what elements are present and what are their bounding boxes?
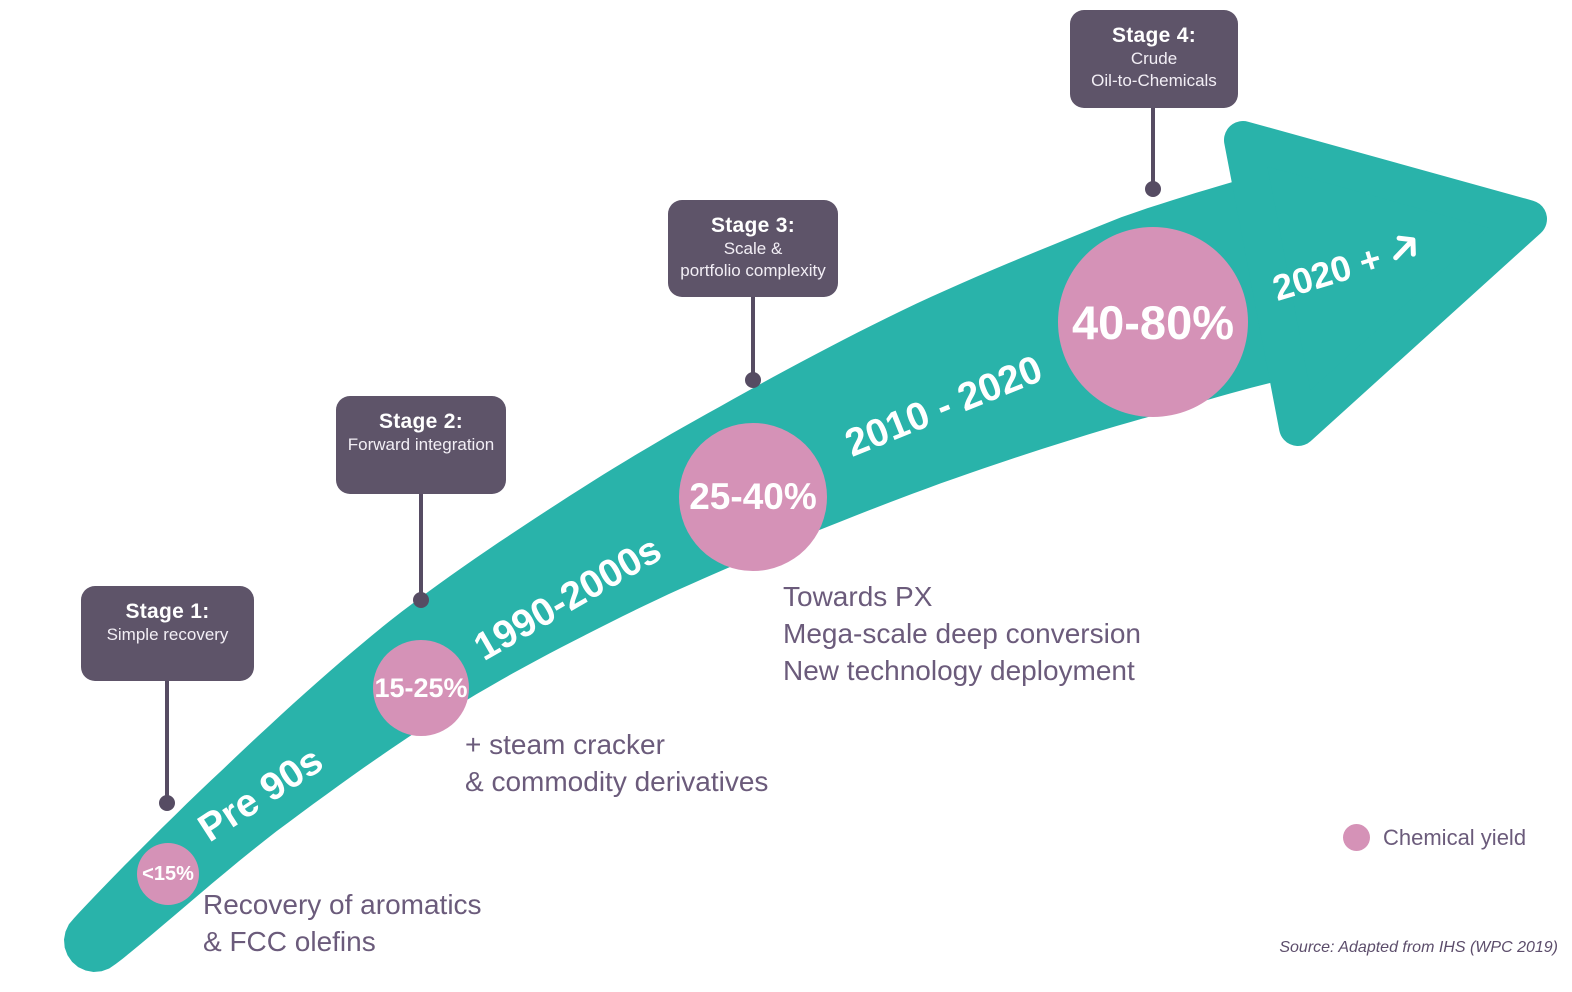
period-label-2020-plus: 2020 + <box>1268 224 1429 310</box>
stage-2-note: + steam cracker & commodity derivatives <box>465 726 768 800</box>
note-line: & FCC olefins <box>203 926 376 957</box>
stage-3-connector <box>751 297 755 376</box>
arrow-head-shape <box>1224 121 1547 446</box>
legend-label: Chemical yield <box>1383 824 1527 850</box>
stage-3-subtitle-2: portfolio complexity <box>680 261 826 280</box>
stage-3-subtitle: Scale & <box>723 239 783 258</box>
stage-1-subtitle: Simple recovery <box>106 625 229 644</box>
stage-3-yield-circle: 25-40% <box>679 423 827 571</box>
stage-1-yield-circle: <15% <box>137 843 199 905</box>
northeast-arrow-icon <box>1393 235 1416 261</box>
note-line: Towards PX <box>783 581 933 612</box>
stage-1-yield-value: <15% <box>142 862 194 885</box>
note-line: Recovery of aromatics <box>203 889 482 920</box>
arrow-body-shape <box>64 173 1319 973</box>
stage-3-note: Towards PX Mega-scale deep conversion Ne… <box>783 578 1141 689</box>
stage-4-subtitle-2: Oil-to-Chemicals <box>1091 71 1217 90</box>
chemical-yield-dot-icon <box>1343 824 1370 851</box>
stage-3-connector-dot <box>745 372 761 388</box>
stage-2-yield-value: 15-25% <box>374 672 468 703</box>
stage-3-box: Stage 3: Scale & portfolio complexity <box>668 200 838 297</box>
stage-2-subtitle: Forward integration <box>347 435 495 454</box>
stage-3-yield-value: 25-40% <box>689 476 817 517</box>
note-line: Mega-scale deep conversion <box>783 618 1141 649</box>
source-text: Source: Adapted from IHS (WPC 2019) <box>1279 939 1558 956</box>
stage-1-note: Recovery of aromatics & FCC olefins <box>203 886 482 960</box>
stage-1-connector-dot <box>159 795 175 811</box>
stage-2-title: Stage 2: <box>378 410 464 433</box>
stage-2-yield-circle: 15-25% <box>373 640 469 736</box>
stage-4-yield-value: 40-80% <box>1072 295 1234 349</box>
note-line: + steam cracker <box>465 729 665 760</box>
stage-4-title: Stage 4: <box>1111 24 1197 47</box>
legend: Chemical yield <box>1343 824 1526 851</box>
stage-1-box: Stage 1: Simple recovery <box>81 586 254 681</box>
stage-4-subtitle: Crude <box>1130 49 1178 68</box>
note-line: & commodity derivatives <box>465 766 769 797</box>
stage-4-connector <box>1151 108 1155 185</box>
stage-2-connector <box>419 494 423 596</box>
stage-4-box: Stage 4: Crude Oil-to-Chemicals <box>1070 10 1238 108</box>
note-line: New technology deployment <box>783 655 1135 686</box>
stage-2-box: Stage 2: Forward integration <box>336 396 506 494</box>
stage-1-title: Stage 1: <box>125 600 210 623</box>
stage-4-connector-dot <box>1145 181 1161 197</box>
stage-1-connector <box>165 681 169 799</box>
stage-3-title: Stage 3: <box>710 214 796 237</box>
stage-4-yield-circle: 40-80% <box>1058 227 1248 417</box>
stage-2-connector-dot <box>413 592 429 608</box>
